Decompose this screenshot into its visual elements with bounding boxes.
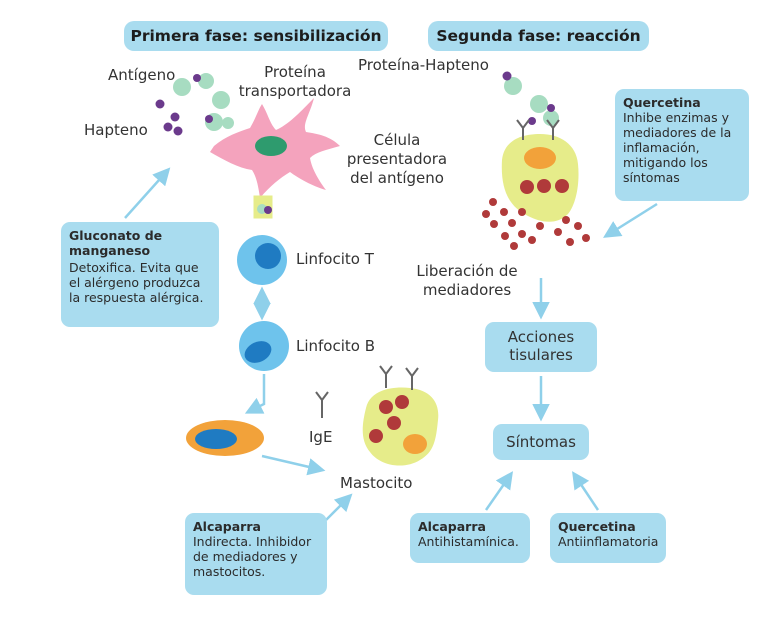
manganese-body: Detoxifica. Evita que el alérgeno produz… — [69, 260, 204, 305]
quercetin-bottom-body: Antiinflamatoria — [558, 534, 659, 549]
antigen-presenting-cell — [210, 98, 340, 198]
mediator-release-label: Liberación de mediadores — [416, 262, 518, 299]
caper-right-box: Alcaparra Antihistamínica. — [410, 513, 530, 563]
quercetin-bottom-box: Quercetina Antiinflamatoria — [550, 513, 666, 563]
protein-hapten-particles — [502, 71, 559, 126]
presented-antigen — [253, 195, 273, 219]
quercetin-bottom-title: Quercetina — [558, 519, 636, 534]
caper-right-title: Alcaparra — [418, 519, 486, 534]
manganese-title: Gluconato de manganeso — [69, 228, 163, 258]
tissue-actions-node: Acciones tisulares — [485, 322, 597, 372]
quercetin-top-box: Quercetina Inhibe enzimas y mediadores d… — [615, 89, 749, 201]
phase-two-header: Segunda fase: reacción — [428, 21, 649, 51]
b-lymphocyte-label: Linfocito B — [296, 337, 376, 355]
carrier-protein-label: Proteína transportadora — [238, 63, 352, 100]
released-mediators — [482, 198, 590, 250]
mast-cell-label: Mastocito — [340, 474, 413, 492]
antigen-particles — [173, 73, 234, 131]
ige-label: IgE — [309, 428, 333, 446]
t-lymphocyte-label: Linfocito T — [296, 250, 374, 268]
caper-left-body: Indirecta. Inhibidor de mediadores y mas… — [193, 534, 312, 579]
caper-left-box: Alcaparra Indirecta. Inhibidor de mediad… — [185, 513, 327, 595]
ige-antibody-icon — [315, 391, 329, 418]
symptoms-node: Síntomas — [493, 424, 589, 460]
mast-cell — [362, 365, 439, 466]
antigen-label: Antígeno — [108, 66, 176, 84]
activated-mast-cell — [501, 119, 579, 222]
caper-left-title: Alcaparra — [193, 519, 261, 534]
manganese-box: Gluconato de manganeso Detoxifica. Evita… — [61, 222, 219, 327]
phase-one-header: Primera fase: sensibilización — [124, 21, 388, 51]
quercetin-top-title: Quercetina — [623, 95, 701, 110]
caper-right-body: Antihistamínica. — [418, 534, 519, 549]
hapten-label: Hapteno — [84, 121, 148, 139]
apc-label: Célula presentadora del antígeno — [346, 131, 448, 187]
quercetin-top-body: Inhibe enzimas y mediadores de la inflam… — [623, 110, 732, 185]
plasma-cell — [186, 420, 264, 456]
hapten-particles — [155, 74, 213, 136]
t-lymphocyte-cell — [237, 235, 287, 285]
protein-hapten-label: Proteína-Hapteno — [358, 56, 489, 74]
b-lymphocyte-cell — [239, 321, 289, 371]
